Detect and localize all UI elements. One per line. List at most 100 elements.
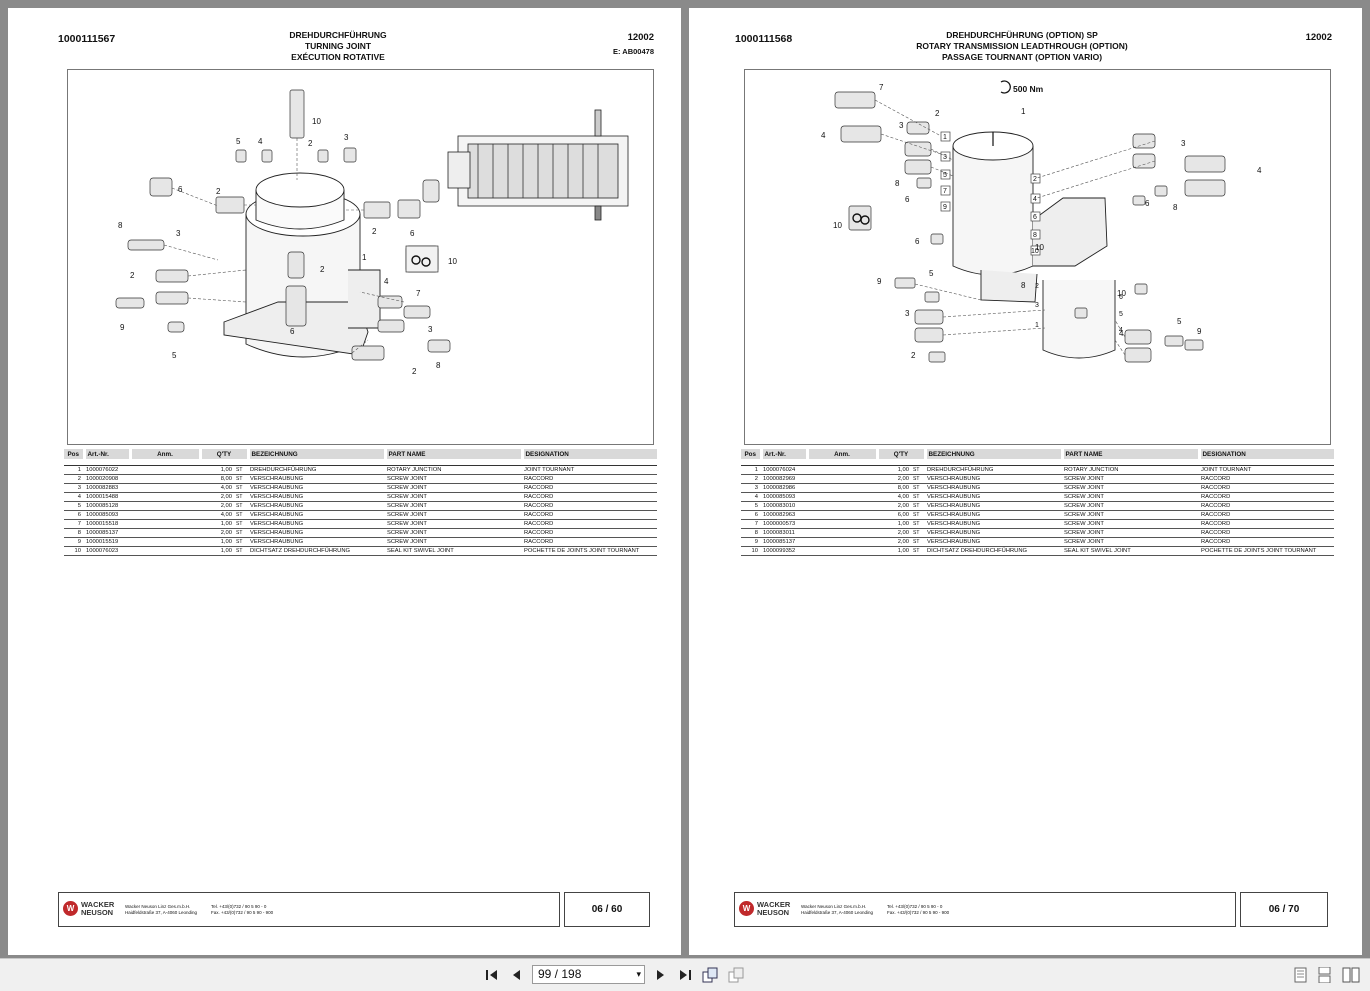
cell-designation: RACCORD [1199,519,1334,529]
page-number-input[interactable]: 99 / 198 ▾ [532,965,645,984]
cell-anm [130,483,200,493]
cell-bezeichnung: VERSCHRAUBUNG [248,519,385,529]
cell-anm [807,501,877,511]
cell-unit: ST [911,546,925,556]
chevron-down-icon[interactable]: ▾ [636,969,641,979]
cell-unit: ST [911,528,925,538]
brand-name: WACKER NEUSON [757,901,790,917]
wacker-neuson-logo: W [63,901,78,916]
fax: Fax. +43/(0)732 / 90 5 90 - 900 [211,910,274,915]
cell-anm [807,492,877,502]
table-spacer-row [741,459,1334,466]
cell-designation: JOINT TOURNANT [522,465,657,475]
cell-qty: 2,00 [877,537,911,547]
cell-qty: 8,00 [200,474,234,484]
cell-part-name: ROTARY JUNCTION [1062,465,1199,475]
cell-bezeichnung: VERSCHRAUBUNG [248,492,385,502]
company-contact: Tel. +43/(0)732 / 90 5 90 - 0 Fax. +43/(… [887,904,949,916]
cell-qty: 1,00 [877,465,911,475]
company-address: Wacker Neuson Linz Ges.m.b.H. Haidfeldst… [801,904,873,916]
col-header-designation: DESIGNATION [1197,449,1334,459]
cell-designation: RACCORD [1199,474,1334,484]
cell-art-nr: 1000082969 [761,474,807,484]
cross-section-view [447,109,629,221]
cell-bezeichnung: VERSCHRAUBUNG [925,492,1062,502]
callout-label: 10 [1035,243,1044,252]
cell-designation: RACCORD [1199,483,1334,493]
document-viewport[interactable]: 1000111567 DREHDURCHFÜHRUNG TURNING JOIN… [0,0,1370,958]
cell-part-name: SCREW JOINT [1062,501,1199,511]
telephone: Tel. +43/(0)732 / 90 5 90 - 0 [211,904,267,909]
cell-pos: 3 [64,483,84,493]
previous-page-icon[interactable] [508,966,526,984]
cell-unit: ST [234,519,248,529]
cell-art-nr: 1000082986 [761,483,807,493]
callout-label: 3 [428,325,433,334]
cell-anm [130,546,200,556]
callout-label: 9 [1197,327,1202,336]
cell-unit: ST [911,465,925,475]
col-header-bezeichnung: BEZEICHNUNG [246,449,385,459]
callout-label: 2 [412,367,417,376]
port-label: 4 [1033,196,1037,203]
title-de: DREHDURCHFÜHRUNG [289,30,387,40]
callout-label: 9 [120,323,125,332]
two-page-view-icon[interactable] [1342,967,1360,983]
cell-bezeichnung: VERSCHRAUBUNG [925,501,1062,511]
cell-qty: 1,00 [200,537,234,547]
cell-art-nr: 1000083011 [761,528,807,538]
parts-table: Pos Art.-Nr. Anm. Q'TY BEZEICHNUNG PART … [64,449,657,556]
cell-anm [130,519,200,529]
cell-anm [130,528,200,538]
port-label: 10 [1031,248,1039,255]
cell-designation: POCHETTE DE JOINTS JOINT TOURNANT [1199,546,1334,556]
cell-qty: 2,00 [200,528,234,538]
brand-name: WACKER NEUSON [81,901,114,917]
port-label: 5 [1119,311,1123,318]
next-page-icon[interactable] [651,966,669,984]
callout-label: 3 [899,121,904,130]
cell-unit: ST [911,474,925,484]
cell-pos: 5 [741,501,761,511]
cell-qty: 4,00 [200,483,234,493]
cell-unit: ST [911,510,925,520]
col-header-part-name: PART NAME [1060,449,1199,459]
cell-bezeichnung: VERSCHRAUBUNG [925,519,1062,529]
callout-label: 4 [821,131,826,140]
last-page-icon[interactable] [676,966,694,984]
cell-art-nr: 1000085093 [84,510,130,520]
port-labels: 1 3 5 7 9 2 4 6 8 10 1 2 3 4 5 6 [943,134,1123,334]
port-label: 3 [943,154,947,161]
cell-unit: ST [234,537,248,547]
callout-label: 10 [448,257,457,266]
callout-label: 6 [905,195,910,204]
cell-anm [130,537,200,547]
callout-label: 3 [1181,139,1186,148]
continuous-view-icon[interactable] [1318,966,1332,984]
parts-table: Pos Art.-Nr. Anm. Q'TY BEZEICHNUNG PART … [741,449,1334,556]
col-header-qty: Q'TY [875,449,925,459]
pdf-navigation-toolbar: 99 / 198 ▾ [0,958,1370,991]
callout-label: 2 [308,139,313,148]
col-header-anm: Anm. [805,449,877,459]
cell-designation: RACCORD [1199,501,1334,511]
single-page-view-icon[interactable] [1294,967,1308,983]
extract-icon[interactable] [727,966,745,984]
cell-designation: RACCORD [522,528,657,538]
callout-label: 8 [436,361,441,370]
rotary-joint-body [952,131,1116,359]
cell-bezeichnung: VERSCHRAUBUNG [248,528,385,538]
callout-label: 1 [1021,107,1026,116]
first-page-icon[interactable] [483,966,501,984]
col-header-art: Art.-Nr. [759,449,807,459]
cell-part-name: SCREW JOINT [385,510,522,520]
leader-lines [874,99,1156,356]
rotate-icon[interactable] [701,966,719,984]
cell-pos: 4 [64,492,84,502]
cell-designation: RACCORD [522,492,657,502]
